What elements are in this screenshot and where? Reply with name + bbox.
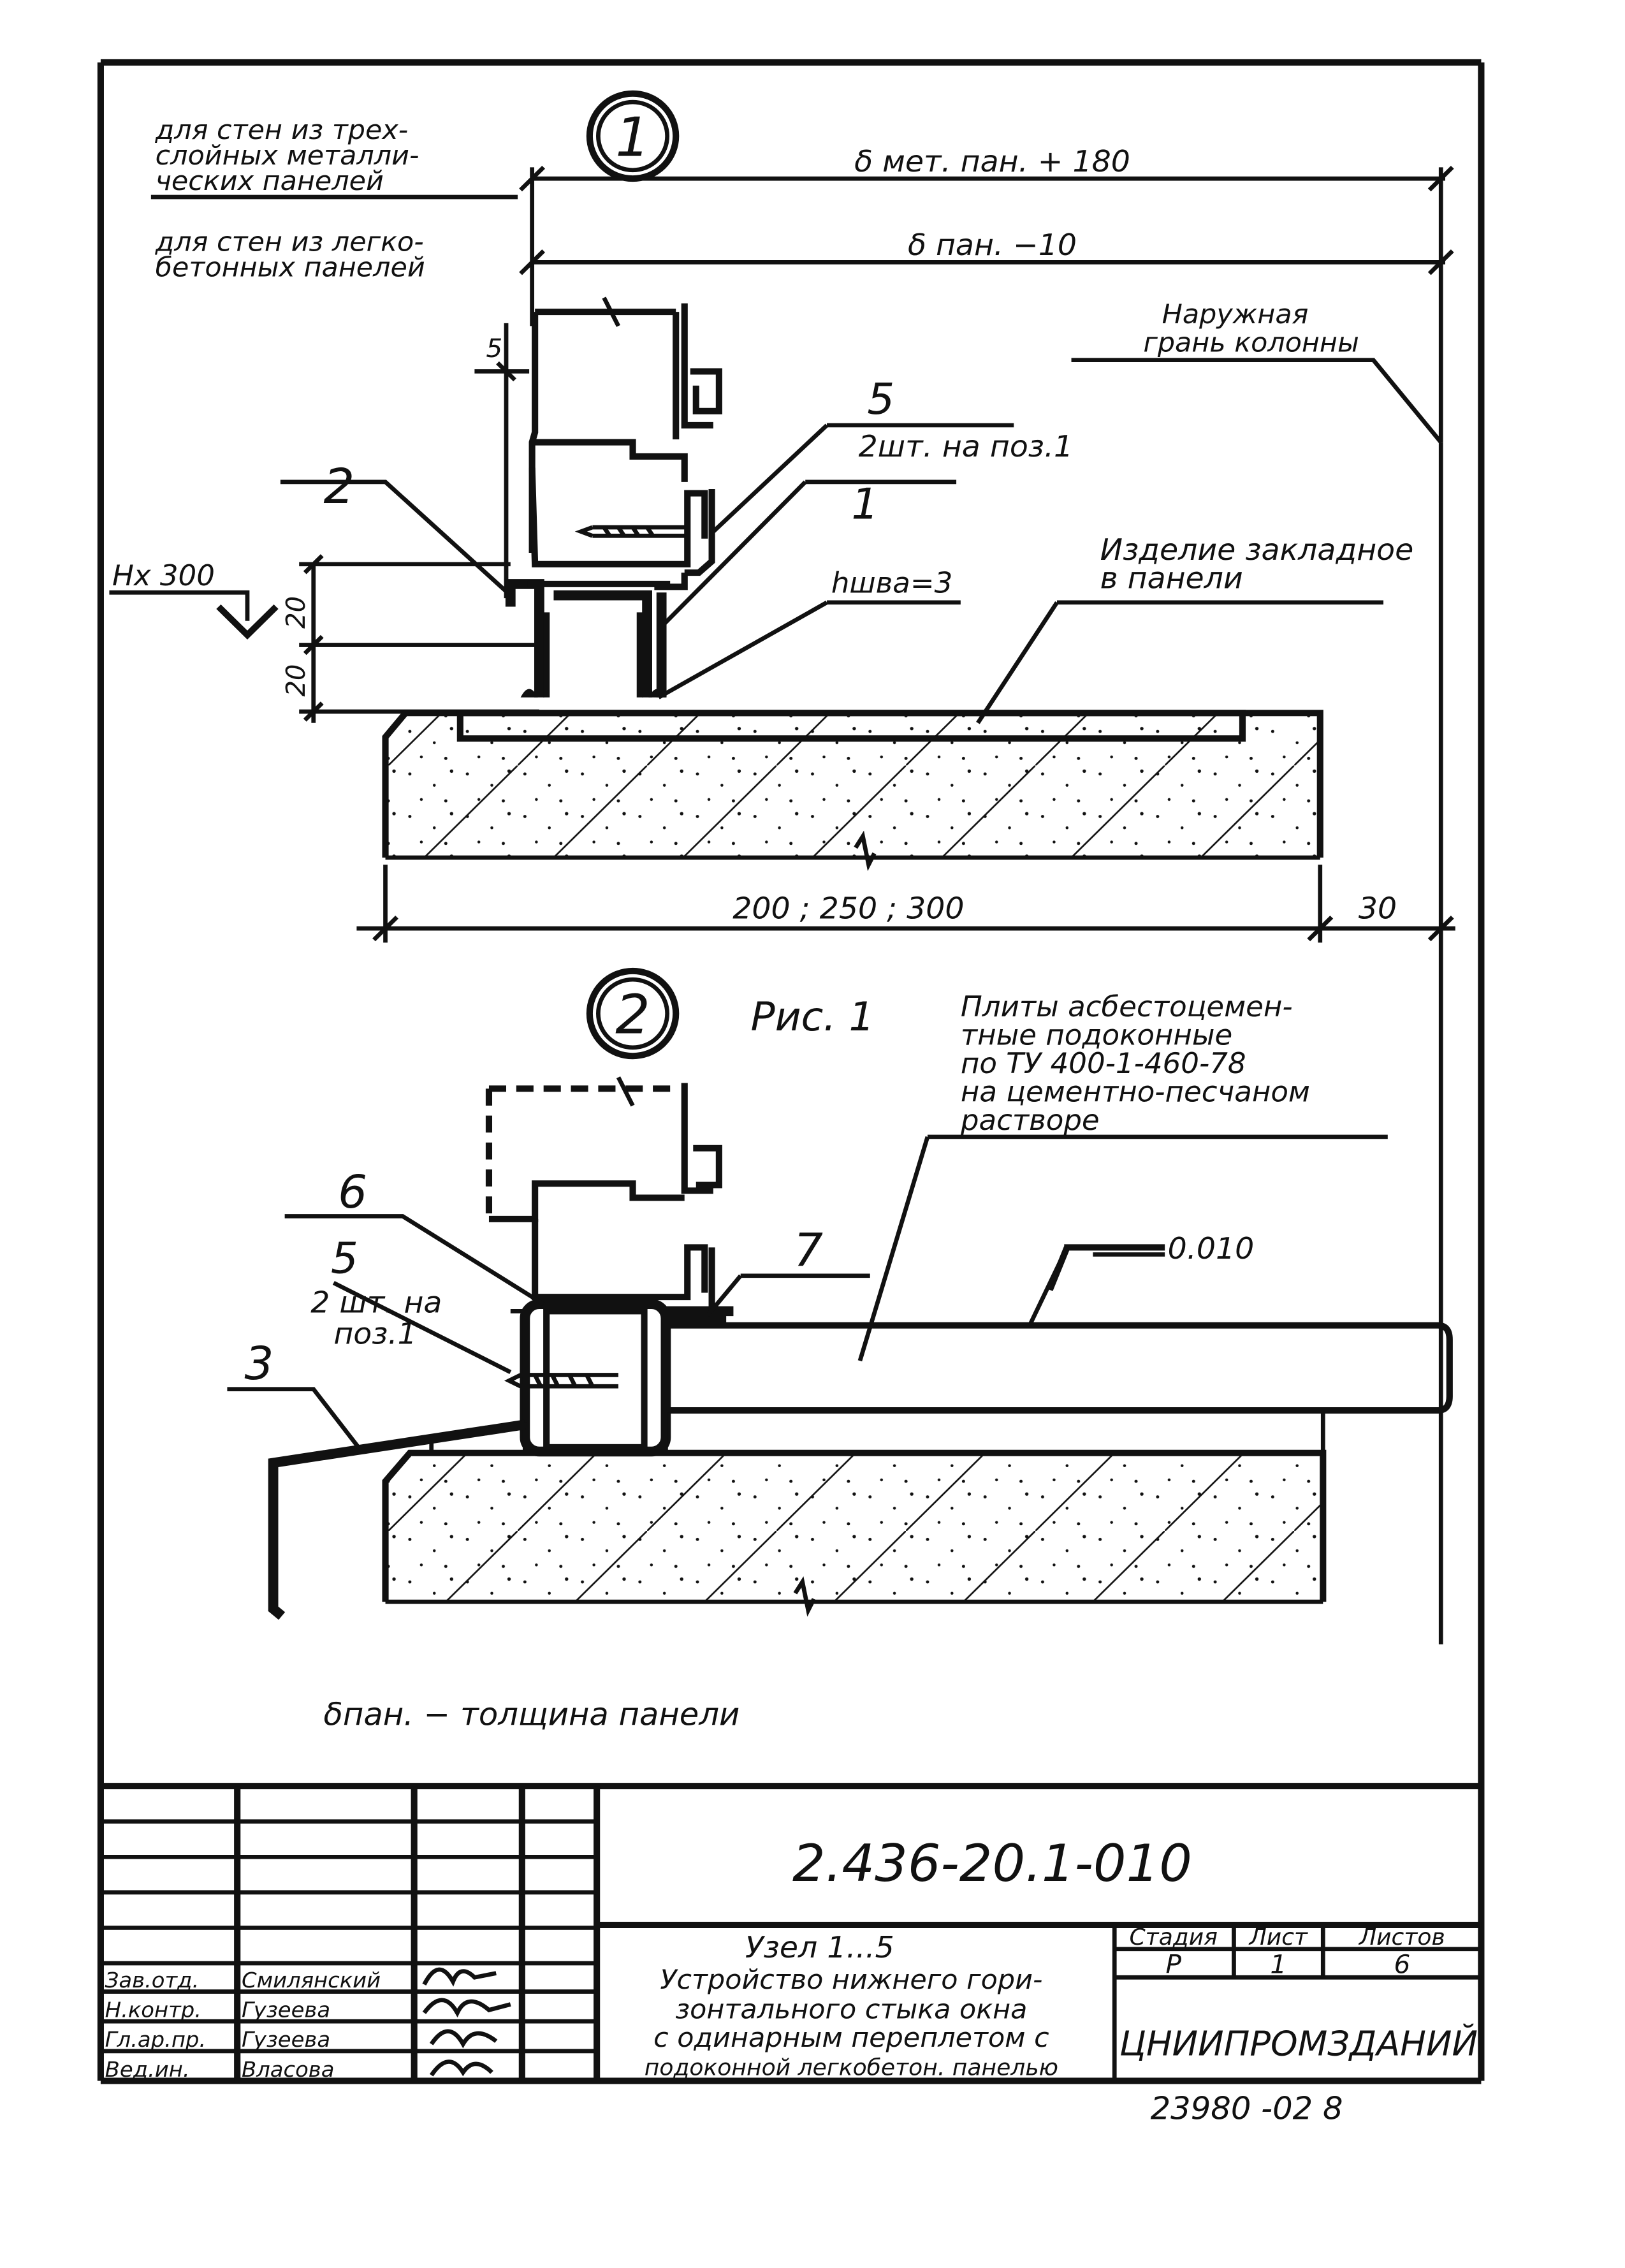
- label-5-node2: 5: [331, 1234, 358, 1283]
- concrete-panel-1: [382, 710, 1323, 872]
- title-line3: зонтального стыка окна: [675, 1994, 1027, 2026]
- column-face-line2: грань колонны: [1143, 328, 1359, 359]
- window-frame-profile-1: [528, 296, 722, 576]
- title-block: 2.436-20.1-010 Узел 1...5 Устройство ниж…: [100, 1783, 1482, 2082]
- header-sheets: Листов: [1358, 1924, 1445, 1950]
- name-4: Власова: [242, 2057, 335, 2082]
- node-2-circle: [586, 967, 680, 1060]
- title-line2: Устройство нижнего гори-: [660, 1964, 1042, 1996]
- node-1: 1 для стен из трех- слойных металли- чес…: [109, 90, 1455, 1644]
- weld-label: hшва=3: [831, 566, 953, 600]
- plates-line5: растворе: [960, 1103, 1100, 1137]
- node-2: 2 Рис. 1 Плиты асбестоцемен- тные подоко…: [227, 967, 1453, 1620]
- title-line4: с одинарным переплетом с: [653, 2023, 1049, 2054]
- plates-line4: на цементно-песчаном: [961, 1075, 1310, 1109]
- document-code: 2.436-20.1-010: [792, 1834, 1192, 1894]
- note-metal-walls-line2: слойных металли-: [156, 140, 419, 172]
- label-6-node2: 6: [338, 1166, 367, 1218]
- node-2-number: 2: [615, 984, 650, 1046]
- name-3: Гузеева: [242, 2027, 330, 2052]
- name-2: Гузеева: [242, 1998, 330, 2023]
- signatures: [422, 1967, 511, 2077]
- dim-concrete-panel: δ пан. −10: [908, 228, 1077, 263]
- role-3: Гл.ар.пр.: [105, 2027, 207, 2052]
- dim-metal-panel: δ мет. пан. + 180: [854, 144, 1130, 179]
- drip-flashing: [268, 1419, 526, 1620]
- role-1: Зав.отд.: [105, 1968, 200, 1993]
- header-stage: Стадия: [1129, 1924, 1217, 1950]
- role-4: Вед.ин.: [105, 2057, 190, 2082]
- dim-20-upper: 20: [281, 596, 311, 629]
- channel-profile: [505, 573, 688, 698]
- window-frame-profile-2: [485, 1076, 722, 1324]
- note-concrete-walls-line1: для стен из легко-: [155, 227, 424, 258]
- figure-label: Рис. 1: [751, 994, 875, 1040]
- label-7-node2: 7: [794, 1224, 823, 1277]
- label-5-note-node1: 2шт. на поз.1: [859, 429, 1074, 464]
- plates-line2: тные подоконные: [961, 1018, 1232, 1052]
- concrete-panel-2: [382, 1449, 1327, 1617]
- dim-30: 30: [1359, 891, 1397, 926]
- plates-line1: Плиты асбестоцемен-: [961, 990, 1293, 1023]
- title-line1: Узел 1...5: [745, 1930, 894, 1965]
- slope-label: 0.010: [1168, 1231, 1255, 1266]
- note-metal-walls-line3: ческих панелей: [156, 166, 384, 197]
- embed-label-line2: в панели: [1100, 561, 1243, 596]
- title-line5: подоконной легкобетон. панелью: [645, 2055, 1058, 2081]
- column-face-line1: Наружная: [1162, 299, 1309, 330]
- sill-plate: [662, 1322, 1453, 1414]
- label-1-node1: 1: [851, 479, 878, 529]
- embed-label-line1: Изделие закладное: [1100, 532, 1414, 567]
- label-5-node1: 5: [867, 375, 894, 424]
- role-2: Н.контр.: [105, 1998, 201, 2023]
- note-concrete-walls-line2: бетонных панелей: [156, 252, 425, 284]
- dim-panel-width: 200 ; 250 ; 300: [732, 891, 964, 926]
- sheet-frame: [97, 59, 1485, 2084]
- value-sheets: 6: [1394, 1950, 1410, 1980]
- name-1: Смилянский: [242, 1968, 381, 1993]
- embedded-plate: [456, 710, 1246, 742]
- footer-number: 23980 -02 8: [1151, 2090, 1343, 2127]
- dim-20-lower: 20: [281, 664, 311, 697]
- plates-line3: по ТУ 400-1-460-78: [961, 1046, 1246, 1080]
- level-mark: Hx 300: [112, 559, 215, 592]
- dim-gap-5: 5: [486, 333, 502, 363]
- node-1-number: 1: [615, 106, 650, 169]
- label-2-node1: 2: [324, 458, 355, 515]
- value-sheet: 1: [1270, 1950, 1286, 1980]
- header-sheet: Лист: [1248, 1924, 1309, 1950]
- label-3-node2: 3: [244, 1337, 273, 1390]
- label-5-note-node2-line2: поз.1: [333, 1317, 416, 1352]
- organization: ЦНИИПРОМЗДАНИЙ: [1119, 2024, 1478, 2064]
- note-metal-walls-line1: для стен из трех-: [155, 115, 409, 146]
- note-thickness: δпан. − толщина панели: [324, 1696, 740, 1733]
- value-stage: Р: [1165, 1950, 1181, 1980]
